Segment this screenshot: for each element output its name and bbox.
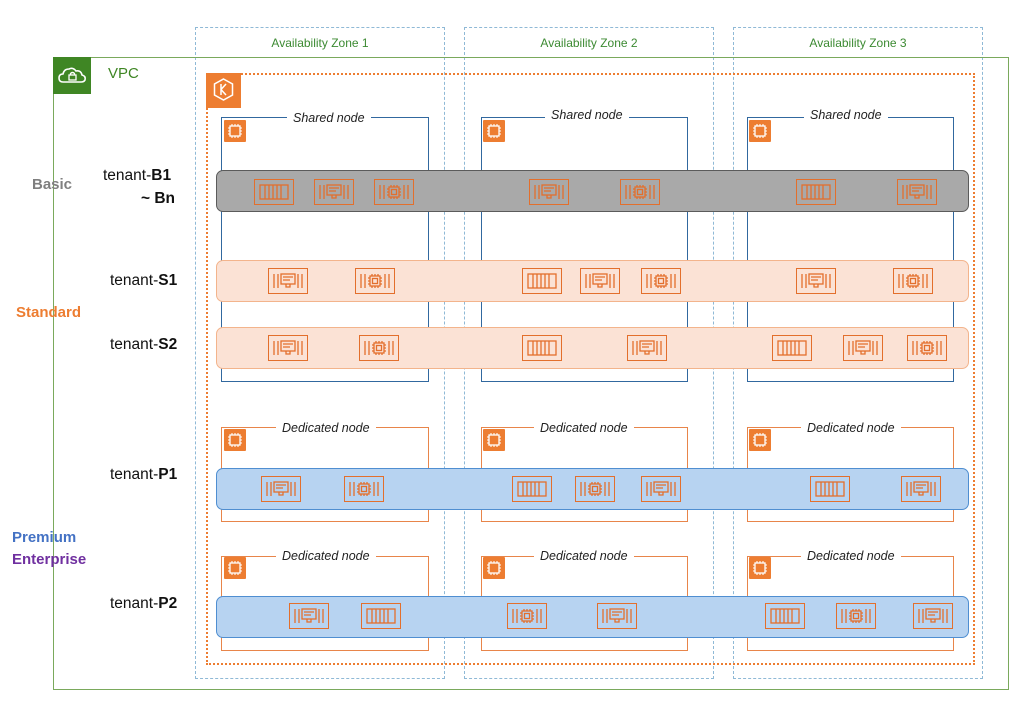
container-bars-icon — [796, 179, 836, 205]
container-bars-icon — [512, 476, 552, 502]
application-window-icon — [268, 335, 308, 361]
tier-label-standard: Standard — [16, 304, 82, 321]
cpu-chip-icon — [483, 429, 505, 451]
container-bars-icon — [254, 179, 294, 205]
application-window-icon — [289, 603, 329, 629]
container-bars-icon — [772, 335, 812, 361]
dedicated-node-label-p1-az1: Dedicated node — [276, 420, 376, 436]
microchip-icon — [359, 335, 399, 361]
microchip-icon — [374, 179, 414, 205]
container-bars-icon — [522, 335, 562, 361]
tier-label-enterprise: Enterprise — [12, 551, 87, 568]
microchip-icon — [355, 268, 395, 294]
vpc-boundary — [53, 57, 1009, 690]
application-window-icon — [314, 179, 354, 205]
tenant-label-s2: tenant-S2 — [110, 336, 178, 353]
application-window-icon — [901, 476, 941, 502]
az-1-label: Availability Zone 1 — [271, 36, 369, 50]
cpu-chip-icon — [483, 557, 505, 579]
dedicated-node-label-p2-az3: Dedicated node — [801, 548, 901, 564]
dedicated-node-label-p2-az1: Dedicated node — [276, 548, 376, 564]
microchip-icon — [620, 179, 660, 205]
cpu-chip-icon — [224, 557, 246, 579]
application-window-icon — [641, 476, 681, 502]
tenant-label-s1: tenant-S1 — [110, 272, 178, 289]
application-window-icon — [268, 268, 308, 294]
container-bars-icon — [361, 603, 401, 629]
application-window-icon — [843, 335, 883, 361]
cpu-chip-icon — [749, 429, 771, 451]
cpu-chip-icon — [224, 429, 246, 451]
tier-label-premium: Premium — [12, 529, 77, 546]
application-window-icon — [796, 268, 836, 294]
shared-node-label-az2: Shared node — [545, 107, 629, 123]
application-window-icon — [580, 268, 620, 294]
dedicated-node-label-p1-az3: Dedicated node — [801, 420, 901, 436]
shared-node-label-az1: Shared node — [287, 110, 371, 126]
tenant-label-p2: tenant-P2 — [110, 595, 178, 612]
eks-cluster-boundary — [206, 73, 975, 665]
cpu-chip-icon — [224, 120, 246, 142]
microchip-icon — [893, 268, 933, 294]
application-window-icon — [261, 476, 301, 502]
cpu-chip-icon — [749, 120, 771, 142]
tenant-label-bn: ~ Bn — [141, 190, 176, 207]
container-bars-icon — [522, 268, 562, 294]
microchip-icon — [507, 603, 547, 629]
vpc-label: VPC — [108, 65, 139, 82]
container-bars-icon — [810, 476, 850, 502]
cpu-chip-icon — [483, 120, 505, 142]
az-2-label: Availability Zone 2 — [540, 36, 638, 50]
application-window-icon — [627, 335, 667, 361]
vpc-cloud-lock-icon — [53, 57, 91, 94]
microchip-icon — [575, 476, 615, 502]
eks-cluster-icon — [206, 73, 241, 108]
container-bars-icon — [765, 603, 805, 629]
microchip-icon — [641, 268, 681, 294]
application-window-icon — [913, 603, 953, 629]
dedicated-node-label-p1-az2: Dedicated node — [534, 420, 634, 436]
microchip-icon — [836, 603, 876, 629]
tenant-label-p1: tenant-P1 — [110, 466, 178, 483]
microchip-icon — [344, 476, 384, 502]
tenant-label-b1: tenant-B1 — [103, 167, 172, 184]
az-3-label: Availability Zone 3 — [809, 36, 907, 50]
application-window-icon — [597, 603, 637, 629]
shared-node-label-az3: Shared node — [804, 107, 888, 123]
dedicated-node-label-p2-az2: Dedicated node — [534, 548, 634, 564]
cpu-chip-icon — [749, 557, 771, 579]
application-window-icon — [897, 179, 937, 205]
microchip-icon — [907, 335, 947, 361]
tier-label-basic: Basic — [32, 176, 73, 193]
application-window-icon — [529, 179, 569, 205]
